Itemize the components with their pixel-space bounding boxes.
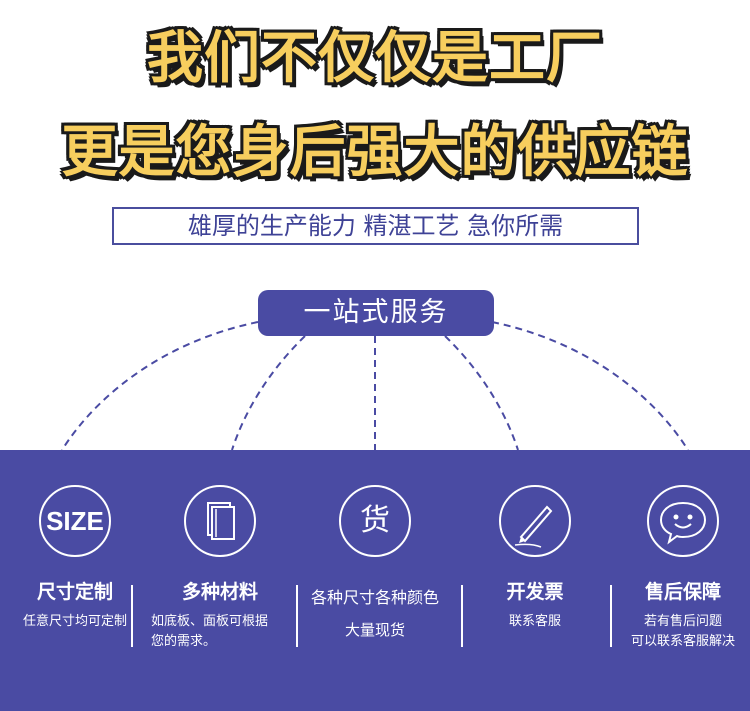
document-stack-icon [184,485,256,557]
size-icon: SIZE [39,485,111,557]
feature-desc-line: 大量现货 [344,621,405,639]
feature-desc-line: 您的需求。 [151,634,217,649]
feature-after-sales: 售后保障 若有售后问题 可以联系客服解决 [608,450,750,711]
feature-stock: 货 各种尺寸各种颜色 大量现货 [300,450,450,711]
tagline-box: 雄厚的生产能力 精湛工艺 急你所需 [112,207,639,245]
feature-desc: 如底板、面板可根据 您的需求。 [151,612,301,652]
feature-desc-line: 各种尺寸各种颜色 [310,588,439,607]
feature-desc-line: 若有售后问题 [643,614,722,629]
divider [296,585,298,647]
feature-title: 尺寸定制 [36,581,113,603]
feature-materials: 多种材料 如底板、面板可根据 您的需求。 [145,450,295,711]
feature-desc: 联系客服 [508,614,561,629]
feature-title: 售后保障 [644,581,721,603]
feature-desc: 任意尺寸均可定制 [22,614,127,629]
dashed-connector-curves [61,321,689,451]
one-stop-service-pill: 一站式服务 [258,290,494,336]
headline-line-2: 更是您身后强大的供应链 [61,120,689,185]
headline-line-1: 我们不仅仅是工厂 [147,26,603,91]
divider [461,585,463,647]
divider [131,585,133,647]
chat-smile-icon [647,485,719,557]
feature-invoice: 开发票 联系客服 [460,450,610,711]
feature-title: 多种材料 [181,581,258,603]
pen-icon [499,485,571,557]
features-band: SIZE 尺寸定制 任意尺寸均可定制 多种材料 如底板、面板可根据 您的需求。 … [0,450,750,711]
feature-desc: 若有售后问题 可以联系客服解决 [608,612,750,652]
divider [610,585,612,647]
feature-size-custom: SIZE 尺寸定制 任意尺寸均可定制 [0,450,150,711]
goods-icon: 货 [339,485,411,557]
feature-title: 开发票 [506,581,564,603]
feature-desc-line: 可以联系客服解决 [630,634,735,649]
feature-desc-line: 如底板、面板可根据 [151,614,269,629]
